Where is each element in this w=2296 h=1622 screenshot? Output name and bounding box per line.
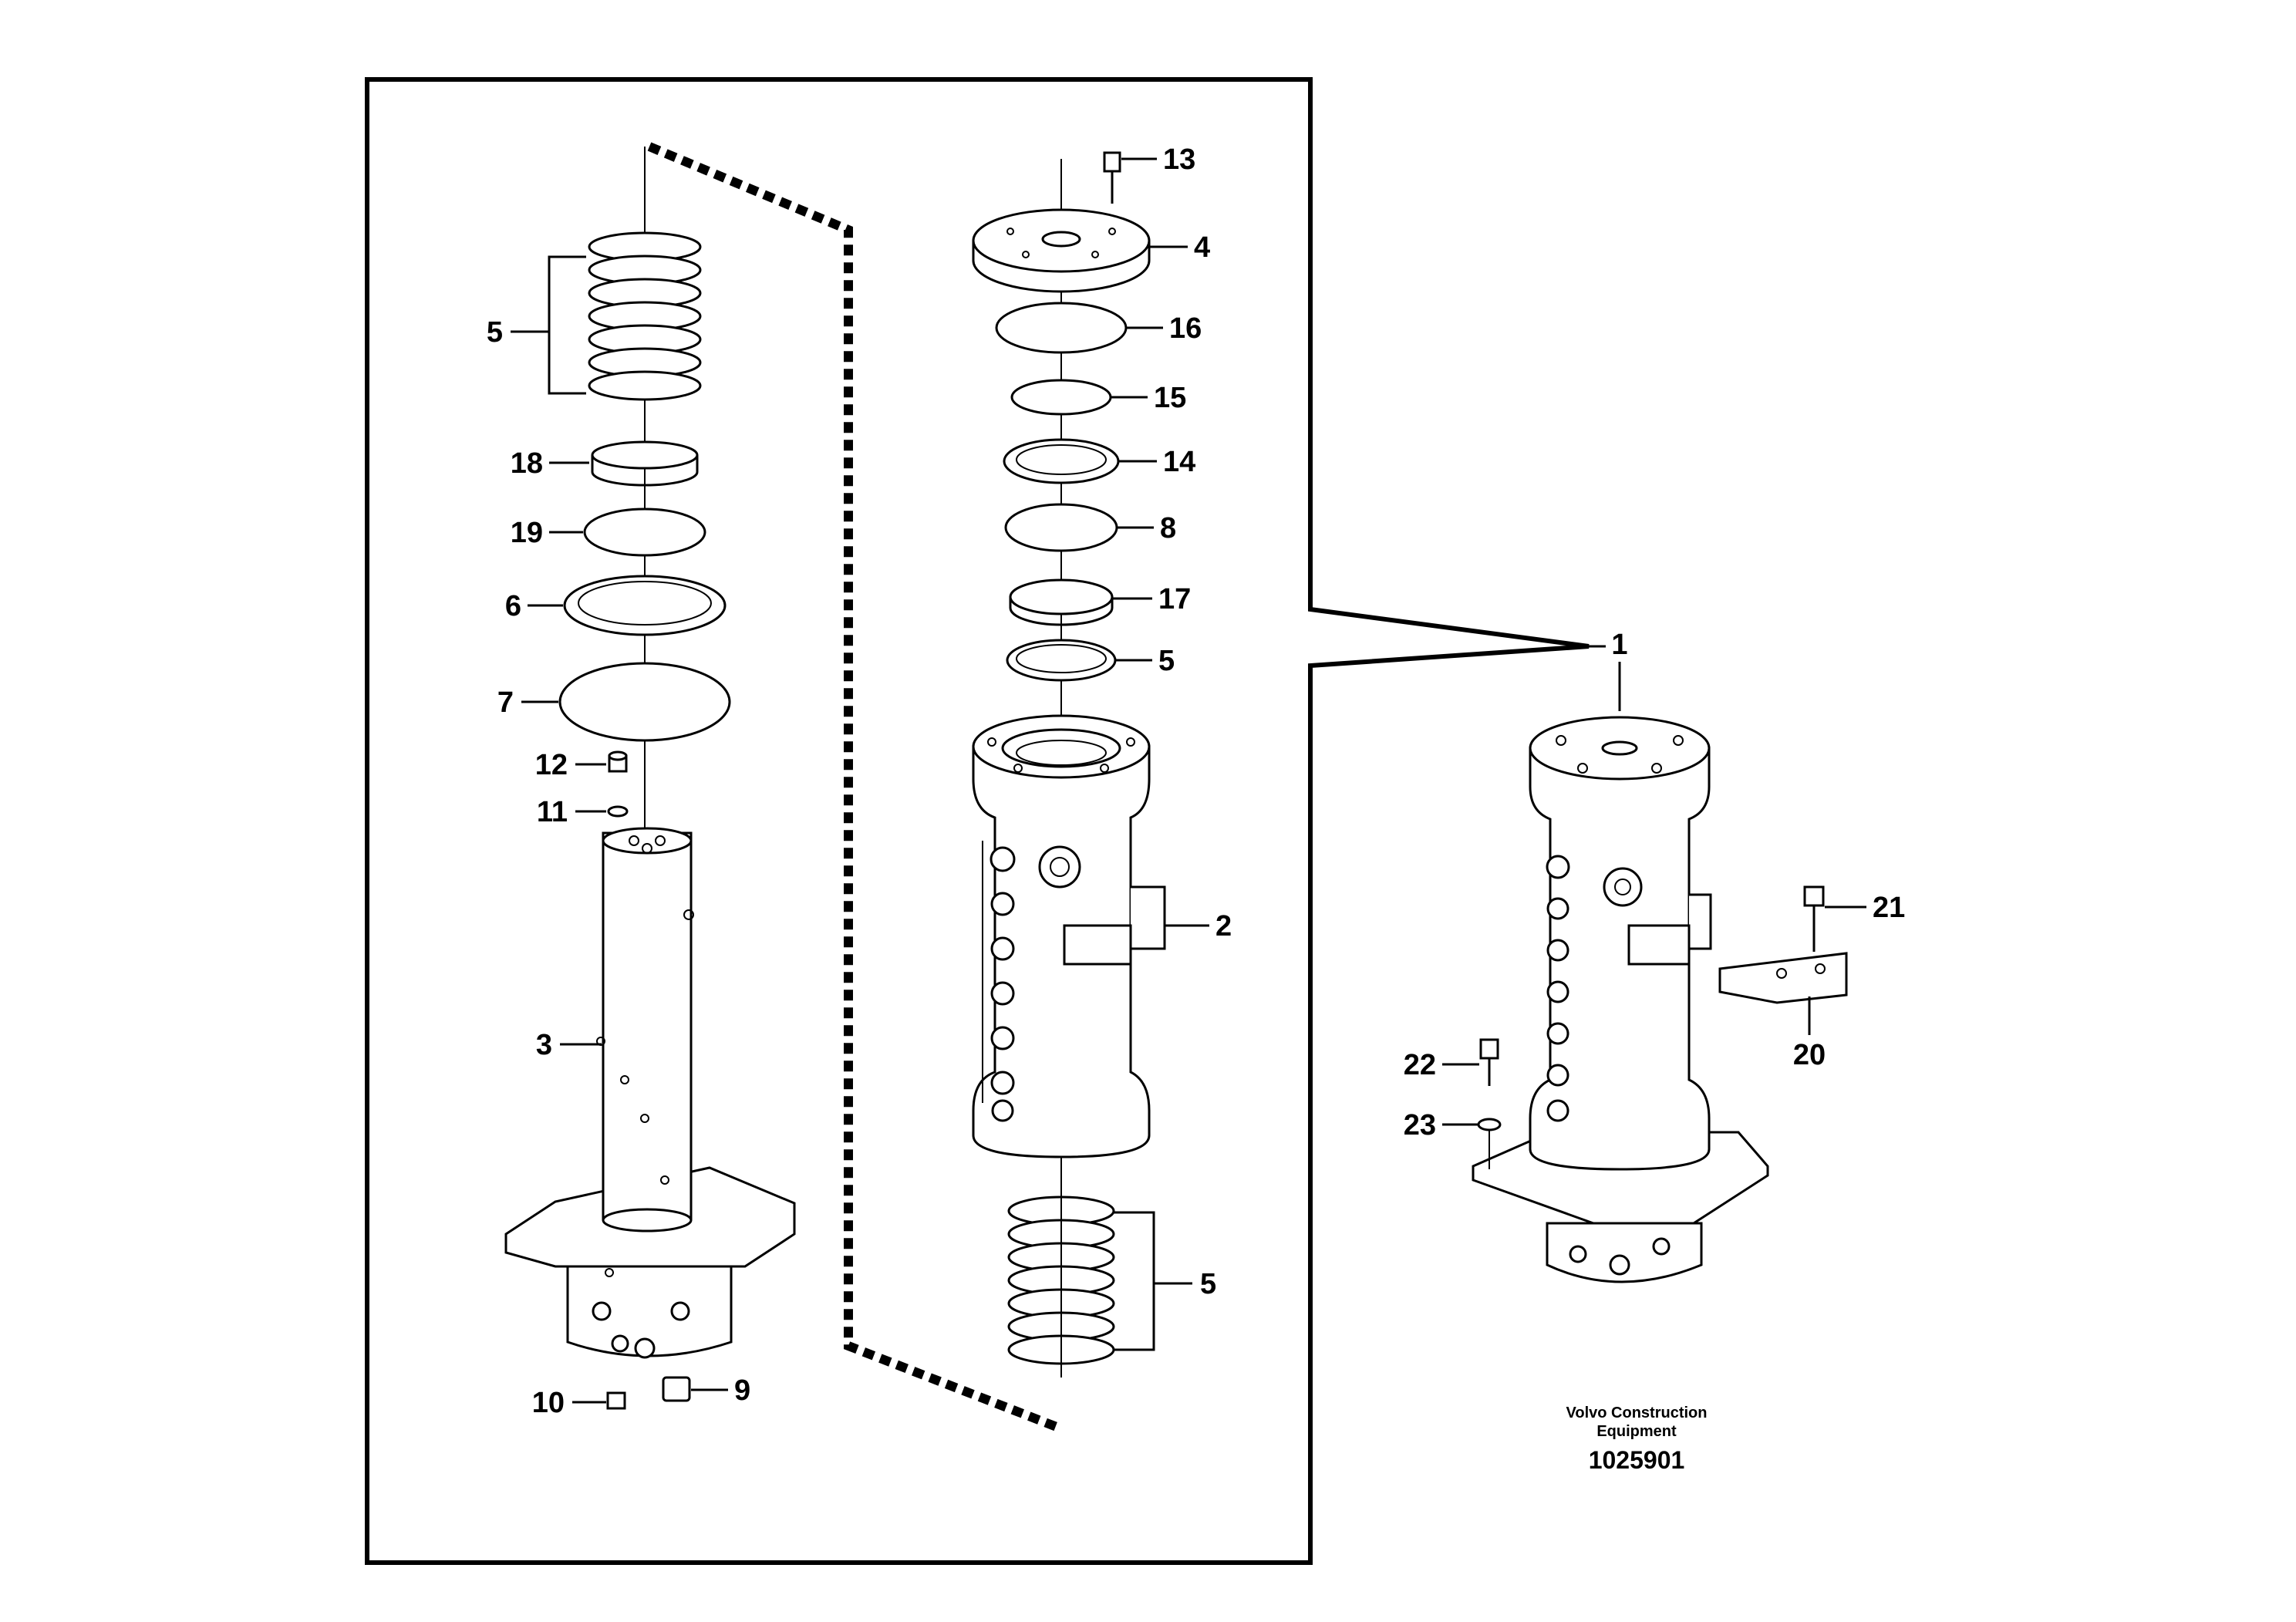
assembly-1 xyxy=(1472,716,1848,1283)
callout-20: 20 xyxy=(1793,1039,1826,1071)
callout-6: 6 xyxy=(505,590,521,622)
washer-23 xyxy=(1477,1118,1502,1131)
callout-17: 17 xyxy=(1158,583,1191,615)
shaft-3 xyxy=(504,827,796,1359)
snapring-15 xyxy=(1010,379,1112,416)
ring-14 xyxy=(1003,438,1120,484)
callout-8: 8 xyxy=(1160,512,1176,545)
bolt-22 xyxy=(1479,1038,1499,1086)
callout-19: 19 xyxy=(511,517,543,549)
housing-2 xyxy=(972,714,1166,1158)
plug-12 xyxy=(608,750,628,773)
plug-9 xyxy=(662,1376,691,1402)
callout-13: 13 xyxy=(1163,143,1195,176)
callout-15: 15 xyxy=(1154,382,1186,414)
callout-5-mid: 5 xyxy=(1158,645,1175,677)
callout-3: 3 xyxy=(536,1029,552,1061)
callout-4: 4 xyxy=(1194,231,1210,264)
cover-4 xyxy=(972,208,1151,293)
seal-6 xyxy=(563,575,727,636)
ring-17 xyxy=(1009,578,1114,626)
company-name-line1: Volvo Construction xyxy=(1566,1404,1708,1421)
plug-10 xyxy=(606,1391,626,1410)
callout-11: 11 xyxy=(537,796,568,828)
callout-16: 16 xyxy=(1169,312,1202,345)
callout-9: 9 xyxy=(734,1374,750,1407)
ring-18 xyxy=(591,440,699,487)
oring-19 xyxy=(583,508,706,557)
section-break-line xyxy=(647,142,1059,1431)
screw-13 xyxy=(1103,151,1121,204)
document-number: 1025901 xyxy=(1589,1446,1685,1474)
bracket-5-left xyxy=(548,255,586,395)
callout-12: 12 xyxy=(535,749,568,781)
detail-frame xyxy=(365,77,1590,1565)
callout-21: 21 xyxy=(1873,892,1905,924)
callout-23: 23 xyxy=(1404,1109,1436,1141)
seal-stack-5-left xyxy=(588,231,702,401)
bolt-21 xyxy=(1803,885,1825,952)
oring-16 xyxy=(995,302,1128,354)
callout-14: 14 xyxy=(1163,446,1195,478)
callout-22: 22 xyxy=(1404,1049,1436,1081)
callout-18: 18 xyxy=(511,447,543,480)
callout-7: 7 xyxy=(497,686,514,719)
callout-2: 2 xyxy=(1215,910,1232,943)
ring-5-mid xyxy=(1006,639,1117,682)
callout-5-top-left: 5 xyxy=(487,316,503,349)
oring-8 xyxy=(1004,503,1118,552)
callout-5-bottom: 5 xyxy=(1200,1268,1216,1300)
oring-7 xyxy=(558,662,731,742)
company-name-line2: Equipment xyxy=(1596,1423,1677,1440)
bracket-5-bottom xyxy=(1114,1211,1155,1351)
callout-10: 10 xyxy=(532,1387,565,1419)
washer-11 xyxy=(607,805,629,818)
callout-1: 1 xyxy=(1611,629,1627,661)
